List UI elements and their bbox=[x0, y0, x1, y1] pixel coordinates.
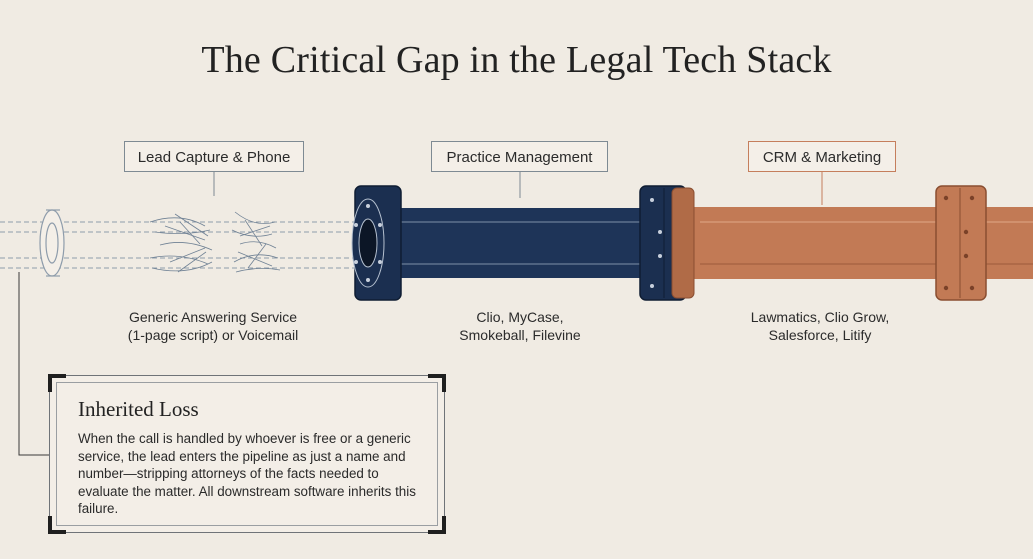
inherited-loss-callout: Inherited Loss When the call is handled … bbox=[48, 374, 446, 534]
page-title: The Critical Gap in the Legal Tech Stack bbox=[201, 39, 832, 81]
crm-marketing-pipe bbox=[671, 185, 1033, 301]
stage-label-crm-marketing: CRM & Marketing bbox=[748, 141, 896, 172]
ghost-flange bbox=[39, 209, 65, 277]
frayed-break bbox=[149, 211, 281, 273]
stage-caption-practice-management: Clio, MyCase, Smokeball, Filevine bbox=[459, 309, 581, 343]
callout-title: Inherited Loss bbox=[78, 397, 199, 421]
stage-caption-lead-capture: Generic Answering Service (1-page script… bbox=[127, 309, 299, 343]
callout-body: When the call is handled by whoever is f… bbox=[78, 431, 416, 516]
stage-label-practice-management: Practice Management bbox=[431, 141, 608, 172]
callout-leader bbox=[18, 272, 49, 456]
stage-caption-crm-marketing: Lawmatics, Clio Grow, Salesforce, Litify bbox=[750, 309, 890, 343]
stage-label-lead-capture: Lead Capture & Phone bbox=[124, 141, 304, 172]
practice-management-pipe bbox=[351, 185, 687, 301]
